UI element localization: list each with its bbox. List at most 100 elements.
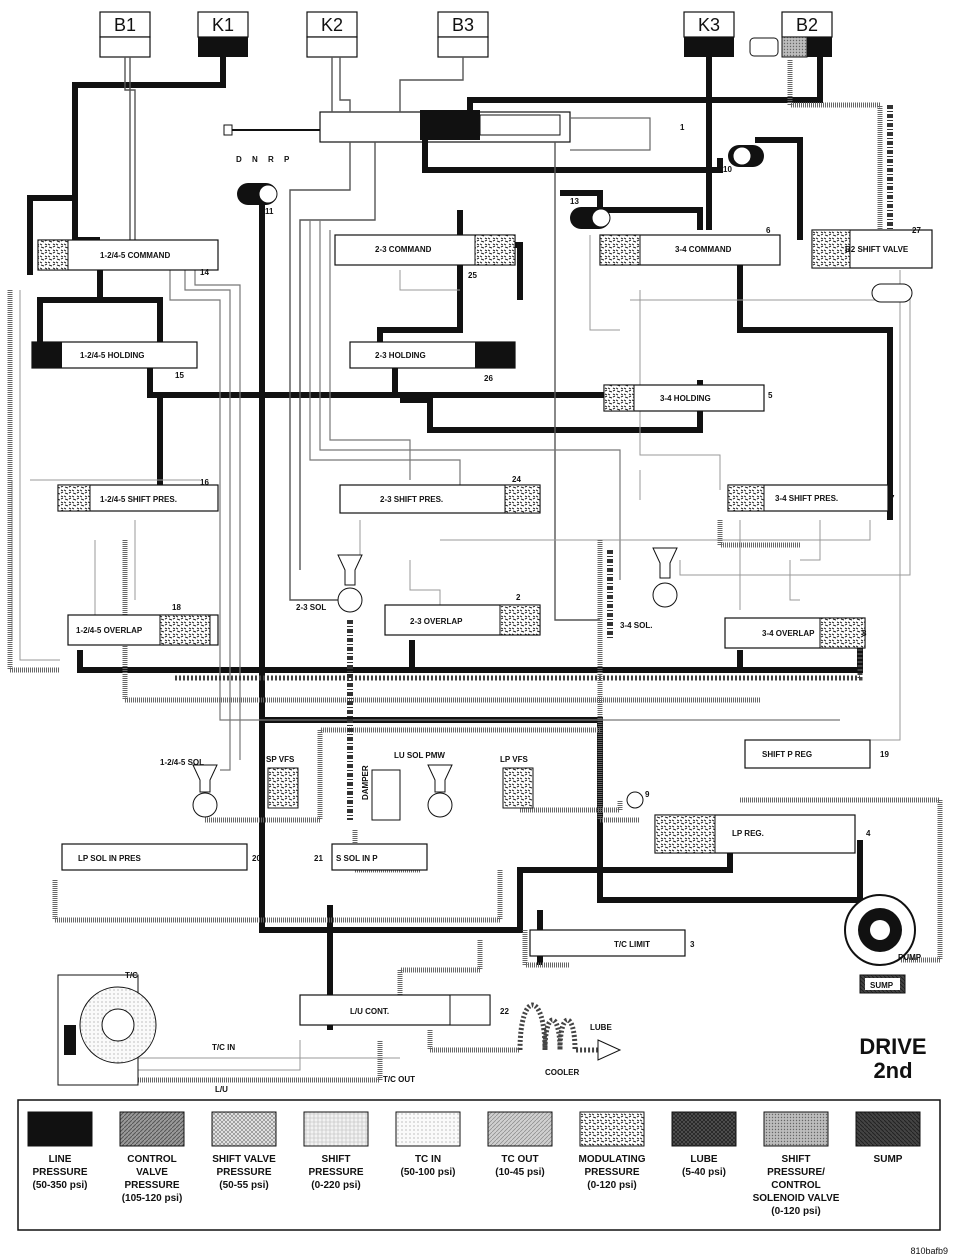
valve-tc-limit-label: T/C LIMIT [614, 940, 650, 949]
valve-34-command-label: 3-4 COMMAND [675, 245, 732, 254]
legend-label-control-0: CONTROL [127, 1154, 176, 1165]
manual-position-p: P [284, 155, 290, 164]
valve-23-command: 2-3 COMMAND 25 [334, 234, 516, 280]
valve-23-overlap: 2-3 OVERLAP 2 [384, 593, 541, 636]
valve-lp-reg-number: 4 [866, 829, 871, 838]
torque-converter: T/C T/C IN T/C OUT L/U [57, 971, 415, 1094]
legend-label-lube-1: (5-40 psi) [682, 1167, 726, 1178]
cooler-label: COOLER [545, 1068, 579, 1077]
clutch-box-k2: K2 [306, 11, 358, 58]
solenoid-1245-label: 1-2/4-5 SOL [160, 758, 204, 767]
valve-34-overlap: 3-4 OVERLAP 8 [724, 617, 867, 649]
legend-label-tcout-1: (10-45 psi) [495, 1167, 544, 1178]
legend-label-shift-1: PRESSURE [308, 1167, 363, 1178]
lube-label: LUBE [590, 1023, 612, 1032]
solenoid-34: 3-4 SOL. [620, 547, 678, 630]
check-ball-11: 11 [237, 183, 278, 216]
valve-34-overlap-number: 8 [862, 629, 867, 638]
legend-item-lube: LUBE(5-40 psi) [671, 1111, 737, 1178]
pump-label: PUMP [898, 953, 922, 962]
valve-34-command-number: 6 [766, 226, 771, 235]
valve-1245-overlap-number: 18 [172, 603, 181, 612]
legend-swatch-lube [671, 1111, 737, 1147]
legend-item-spcsv: SHIFT PRESSURE/CONTROL SOLENOID VALVE (0-12… [753, 1111, 840, 1217]
check-ball-13: 13 [570, 197, 611, 229]
legend-label-spcsv-4: (0-120 psi) [771, 1206, 820, 1217]
valve-34-holding-label: 3-4 HOLDING [660, 394, 711, 403]
valve-23-command-label: 2-3 COMMAND [375, 245, 432, 254]
legend-label-spcsv-0: SHIFT [782, 1154, 811, 1165]
clutch-label-k3: K3 [698, 15, 720, 35]
legend-label-spcsv-1: PRESSURE/ [767, 1167, 825, 1178]
legend-label-shiftvalve-2: (50-55 psi) [219, 1180, 268, 1191]
valve-1245-holding-number: 15 [175, 371, 184, 380]
valve-lu-cont-number: 22 [500, 1007, 509, 1016]
mode-line-1: DRIVE [859, 1034, 926, 1059]
legend-item-sump: SUMP [855, 1111, 921, 1165]
valve-1245-holding-label: 1-2/4-5 HOLDING [80, 351, 144, 360]
legend-label-line-2: (50-350 psi) [32, 1180, 87, 1191]
legend-swatch-line [27, 1111, 93, 1147]
valve-23-holding: 2-3 HOLDING 26 [349, 341, 516, 383]
valve-lp-sol-in-pres-label: LP SOL IN PRES [78, 854, 141, 863]
solenoid-lp-vfs-label: LP VFS [500, 755, 529, 764]
valve-1245-holding: 1-2/4-5 HOLDING 15 [31, 341, 198, 380]
legend-swatch-shift [303, 1111, 369, 1147]
valve-23-command-number: 25 [468, 271, 477, 280]
clutch-label-k1: K1 [212, 15, 234, 35]
valve-b2-shift-label: B2 SHIFT VALVE [845, 245, 909, 254]
lu-label: L/U [215, 1085, 228, 1094]
valve-shift-p-reg: SHIFT P REG 19 [744, 739, 889, 769]
legend-swatch-control [119, 1111, 185, 1147]
valve-s-sol-in-p-label: S SOL IN P [336, 854, 378, 863]
legend-label-spcsv-3: SOLENOID VALVE [753, 1193, 840, 1204]
valve-s-sol-in-p: S SOL IN P 21 [314, 843, 428, 871]
valve-shift-p-reg-label: SHIFT P REG [762, 750, 812, 759]
clutch-label-b1: B1 [114, 15, 136, 35]
valve-lu-cont-label: L/U CONT. [350, 1007, 389, 1016]
valve-tc-limit-number: 3 [690, 940, 695, 949]
solenoid-lp-vfs: LP VFS [500, 755, 534, 809]
legend-swatch-shiftvalve [211, 1111, 277, 1147]
valve-23-overlap-label: 2-3 OVERLAP [410, 617, 463, 626]
clutch-box-b1: B1 [99, 11, 151, 58]
valve-1245-command-number: 14 [200, 268, 209, 277]
valve-23-shift-pres: 2-3 SHIFT PRES. 24 [339, 475, 541, 514]
check-ball-11-number: 11 [265, 207, 274, 216]
manual-valve: 1 D N R P [223, 110, 685, 164]
legend-label-modulating-2: (0-120 psi) [587, 1180, 636, 1191]
b2-accumulator-icon [749, 37, 779, 57]
valve-lp-sol-in-pres-number: 20 [252, 854, 261, 863]
check-ball-9-number: 9 [645, 790, 650, 799]
clutch-box-b2: B2 [749, 11, 833, 58]
legend-label-modulating-1: PRESSURE [584, 1167, 639, 1178]
legend-label-shift-2: (0-220 psi) [311, 1180, 360, 1191]
legend-label-shiftvalve-1: PRESSURE [216, 1167, 271, 1178]
solenoid-lu: LU SOL PMW DAMPER [361, 751, 445, 821]
solenoid-1245: 1-2/4-5 SOL [160, 758, 218, 818]
solenoid-sp-vfs: SP VFS [266, 755, 299, 809]
manual-position-r: R [268, 155, 274, 164]
tc-label: T/C [125, 971, 138, 980]
valve-1245-overlap-label: 1-2/4-5 OVERLAP [76, 626, 143, 635]
mode-line-2: 2nd [873, 1058, 912, 1083]
solenoid-34-label: 3-4 SOL. [620, 621, 652, 630]
manual-valve-number: 1 [680, 123, 685, 132]
valve-34-overlap-label: 3-4 OVERLAP [762, 629, 815, 638]
solenoid-lu-label: LU SOL PMW [394, 751, 445, 760]
legend-label-spcsv-2: CONTROL [771, 1180, 820, 1191]
control-pressure-circuits [11, 57, 911, 771]
check-ball-13-number: 13 [570, 197, 579, 206]
legend-swatch-modulating [579, 1111, 645, 1147]
legend-swatch-sump [855, 1111, 921, 1147]
valve-34-holding: 3-4 HOLDING 5 [603, 384, 773, 412]
valve-34-shift-pres-label: 3-4 SHIFT PRES. [775, 494, 838, 503]
legend-label-control-1: VALVE [136, 1167, 168, 1178]
valve-tc-limit: T/C LIMIT 3 [529, 929, 695, 957]
legend-label-shiftvalve-0: SHIFT VALVE [212, 1154, 276, 1165]
